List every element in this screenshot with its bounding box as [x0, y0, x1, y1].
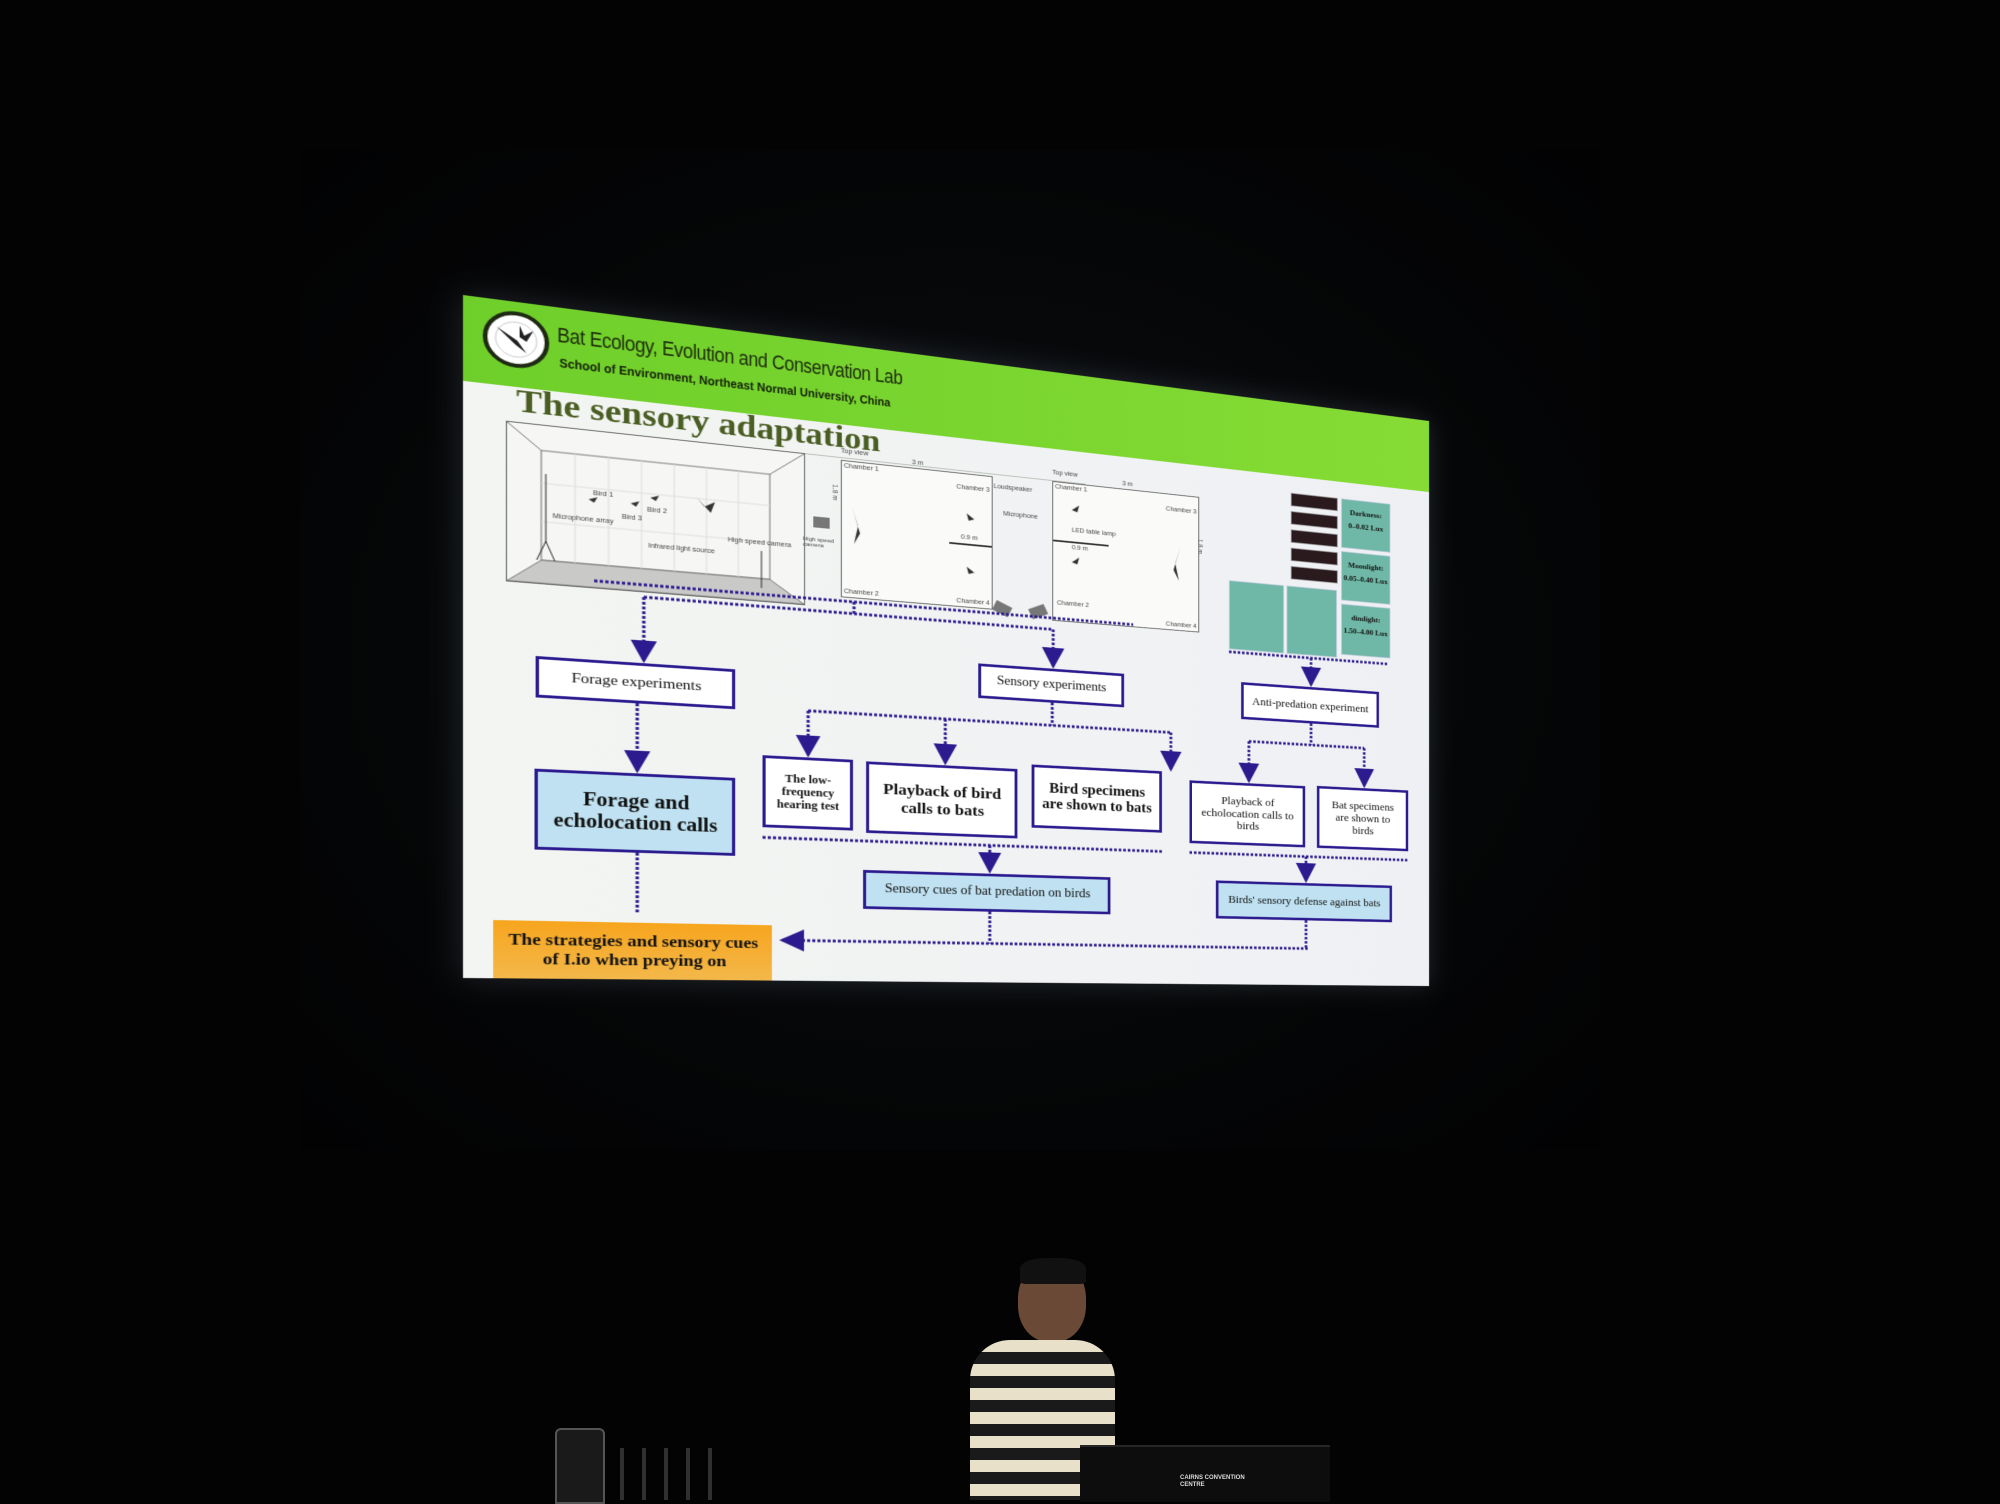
- water-jug: [555, 1428, 605, 1504]
- speaker-hair: [1020, 1258, 1086, 1284]
- low-frequency-test-box: The low-frequency hearing test: [763, 755, 853, 830]
- bat-specimens-box: Bat specimens are shown to birds: [1317, 786, 1408, 851]
- playback-bird-calls-box: Playback of bird calls to bats: [866, 761, 1017, 838]
- glasses: [620, 1448, 716, 1500]
- bird-specimens-box: Bird specimens are shown to bats: [1032, 764, 1162, 832]
- birds-defense-box: Birds' sensory defense against bats: [1216, 880, 1392, 922]
- strategies-box: The strategies and sensory cues of I.io …: [493, 920, 772, 981]
- playback-echolocation-box: Playback of echolocation calls to birds: [1189, 780, 1305, 847]
- sensory-cues-box: Sensory cues of bat predation on birds: [863, 870, 1110, 914]
- podium-logo: CAIRNS CONVENTION CENTRE: [1180, 1475, 1270, 1495]
- forage-calls-box: Forage and echolocation calls: [534, 769, 735, 856]
